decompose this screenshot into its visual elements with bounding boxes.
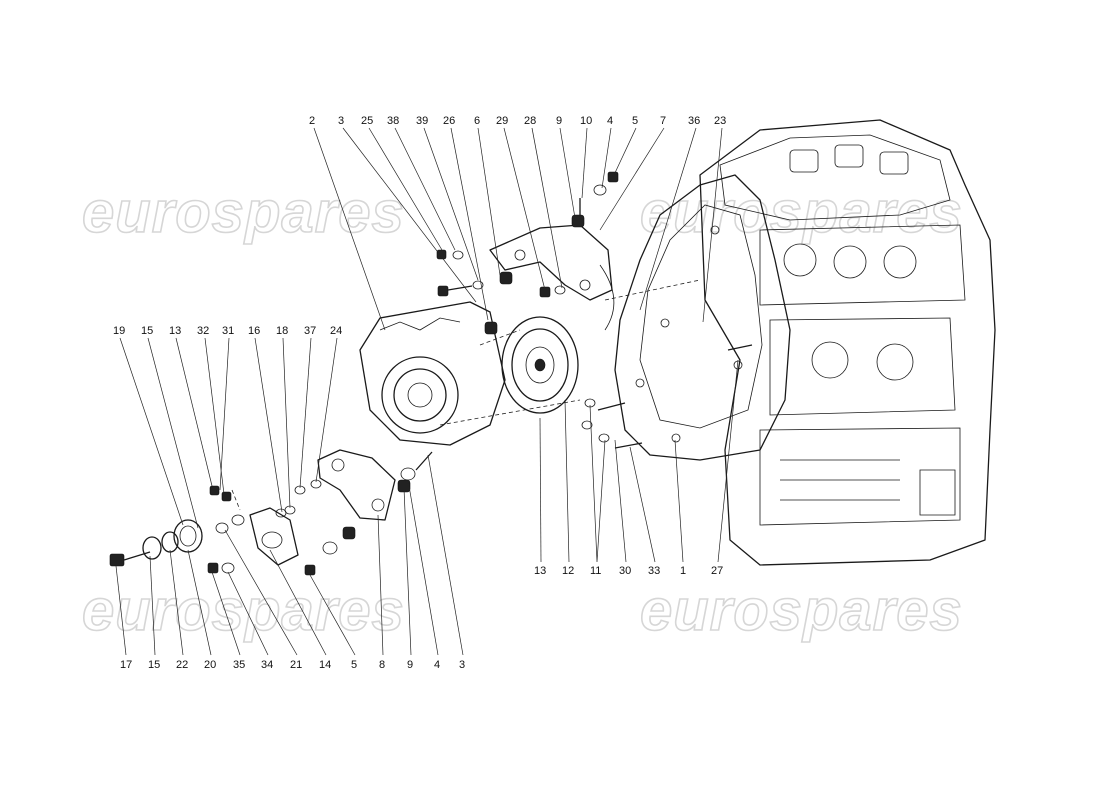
callout-top-2: 3 xyxy=(338,115,344,127)
callout-bottom-10: 8 xyxy=(379,659,385,671)
leader-lines xyxy=(115,127,739,656)
callouts-bottom: 17 15 22 20 35 34 21 14 5 8 9 4 3 xyxy=(120,659,465,671)
callout-top-15: 36 xyxy=(688,115,700,127)
callout-right-4: 30 xyxy=(619,565,631,577)
callout-left-7: 18 xyxy=(276,325,288,337)
ac-compressor xyxy=(359,301,506,446)
tensioner-pulley xyxy=(142,519,203,560)
callout-left-4: 32 xyxy=(197,325,209,337)
callout-top-12: 4 xyxy=(607,115,613,127)
callouts-left: 19 15 13 32 31 16 18 37 24 xyxy=(113,325,342,337)
timing-cover xyxy=(614,174,791,461)
callout-right-3: 11 xyxy=(590,565,601,577)
callout-bottom-13: 3 xyxy=(459,659,465,671)
callout-bottom-3: 22 xyxy=(176,659,188,671)
callout-top-13: 5 xyxy=(632,115,638,127)
callout-left-8: 37 xyxy=(304,325,316,337)
callout-right-1: 13 xyxy=(534,565,546,577)
callout-left-3: 13 xyxy=(169,325,181,337)
callout-bottom-9: 5 xyxy=(351,659,357,671)
clutch-pulley xyxy=(501,316,579,414)
callout-bottom-8: 14 xyxy=(319,659,331,671)
callout-left-6: 16 xyxy=(248,325,260,337)
callout-top-1: 2 xyxy=(309,115,315,127)
long-bolt xyxy=(109,551,151,567)
callout-right-5: 33 xyxy=(648,565,660,577)
callout-bottom-11: 9 xyxy=(407,659,413,671)
callout-top-11: 10 xyxy=(580,115,592,127)
callout-top-6: 26 xyxy=(443,115,455,127)
callout-left-9: 24 xyxy=(330,325,342,337)
callout-bottom-1: 17 xyxy=(120,659,132,671)
idler-arm xyxy=(249,507,299,566)
callout-bottom-2: 15 xyxy=(148,659,160,671)
callout-bottom-12: 4 xyxy=(434,659,440,671)
callout-top-5: 39 xyxy=(416,115,428,127)
watermark-bottom-left: eurospares xyxy=(82,578,405,643)
callout-top-4: 38 xyxy=(387,115,399,127)
watermark-bottom-right: eurospares xyxy=(640,578,963,643)
engine-block xyxy=(699,119,996,566)
callout-top-16: 23 xyxy=(714,115,726,127)
callout-top-7: 6 xyxy=(474,115,480,127)
callout-bottom-6: 34 xyxy=(261,659,273,671)
callout-left-5: 31 xyxy=(222,325,234,337)
callout-top-3: 25 xyxy=(361,115,373,127)
lower-bracket xyxy=(317,449,396,521)
callout-top-14: 7 xyxy=(660,115,666,127)
callout-right-6: 1 xyxy=(680,565,686,577)
callout-bottom-7: 21 xyxy=(290,659,302,671)
callout-right-7: 27 xyxy=(711,565,723,577)
callout-top-10: 9 xyxy=(556,115,562,127)
callout-top-8: 29 xyxy=(496,115,508,127)
callout-top-9: 28 xyxy=(524,115,536,127)
callout-right-2: 12 xyxy=(562,565,574,577)
callout-left-1: 19 xyxy=(113,325,125,337)
callout-left-2: 15 xyxy=(141,325,153,337)
callouts-top: 2 3 25 38 39 26 6 29 28 9 10 4 5 7 36 23 xyxy=(309,115,726,127)
callout-bottom-5: 35 xyxy=(233,659,245,671)
callouts-right: 13 12 11 30 33 1 27 xyxy=(534,565,723,577)
upper-bracket xyxy=(489,224,615,331)
hardware xyxy=(207,171,753,576)
watermark-top-left: eurospares xyxy=(82,180,405,245)
watermark-top-right: eurospares xyxy=(640,180,963,245)
callout-bottom-4: 20 xyxy=(204,659,216,671)
